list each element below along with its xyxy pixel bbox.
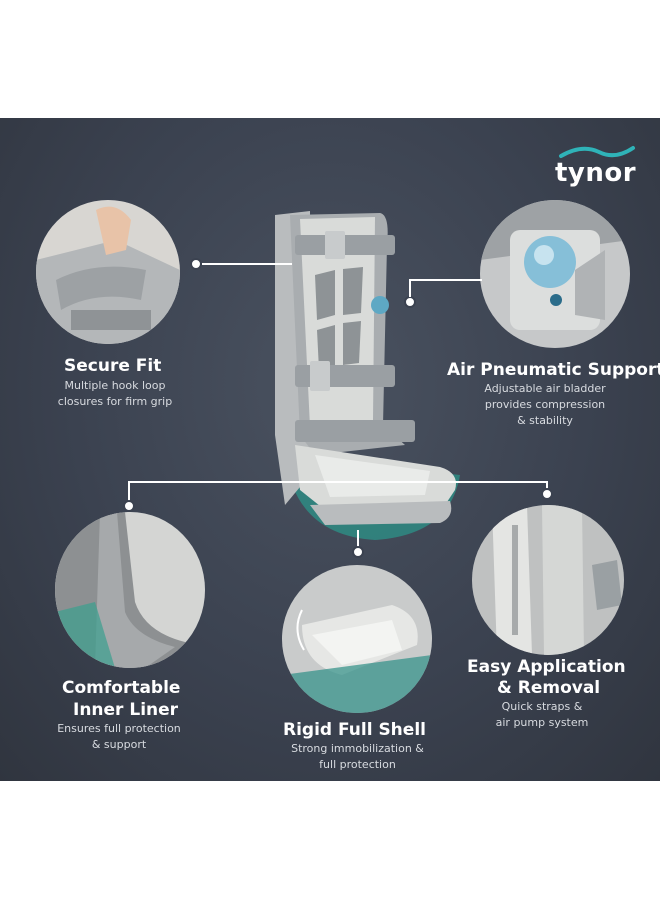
brand-name: tynor [555, 158, 637, 188]
rigid-shell-connector-dot [352, 546, 364, 558]
inner-liner-desc-line1: Ensures full protection [57, 722, 181, 735]
rigid-shell-desc-line2: full protection [319, 758, 396, 771]
secure-fit-desc-line1: Multiple hook loop [64, 379, 166, 392]
easy-application-connector-vertical [546, 481, 548, 493]
inner-liner-title-line1: Comfortable [62, 678, 181, 698]
inner-liner-desc-line2: & support [91, 738, 147, 751]
inner-liner-connector-dot [123, 500, 135, 512]
easy-application-image [472, 505, 624, 655]
air-pneumatic-desc-line1: Adjustable air bladder [484, 382, 606, 395]
secure-fit-image [36, 200, 180, 344]
air-pneumatic-desc-line3: & stability [517, 414, 573, 427]
easy-application-desc-line1: Quick straps & [501, 700, 583, 713]
air-pneumatic-desc-line2: provides compression [484, 398, 606, 411]
secure-fit-desc-line2: closures for firm grip [57, 395, 173, 408]
rigid-shell-title: Rigid Full Shell [283, 720, 426, 740]
rigid-shell-image [282, 565, 432, 713]
inner-liner-image [55, 512, 205, 668]
secure-fit-title: Secure Fit [64, 356, 162, 376]
secure-fit-connector-dot [190, 258, 202, 270]
air-pneumatic-title: Air Pneumatic Support [447, 360, 660, 380]
easy-application-connector-dot [541, 488, 553, 500]
rigid-shell-connector-vertical [357, 530, 359, 552]
walker-boot-image [275, 211, 460, 540]
easy-application-title-line2: & Removal [497, 678, 601, 698]
inner-liner-title-line2: Inner Liner [73, 700, 179, 720]
easy-application-title-line1: Easy Application [467, 657, 626, 677]
air-pneumatic-connector-line [410, 279, 482, 281]
air-pneumatic-connector-vertical [409, 279, 411, 297]
brand-swoosh-icon [559, 146, 635, 158]
rigid-shell-desc-line1: Strong immobilization & [291, 742, 424, 755]
easy-application-desc-line2: air pump system [495, 716, 589, 729]
bottom-connector-line [128, 481, 548, 483]
air-pneumatic-image [480, 200, 630, 348]
brand-logo: tynor [555, 146, 645, 200]
inner-liner-connector-vertical [128, 481, 130, 503]
air-pneumatic-connector-dot [404, 296, 416, 308]
secure-fit-connector-line [202, 263, 292, 265]
